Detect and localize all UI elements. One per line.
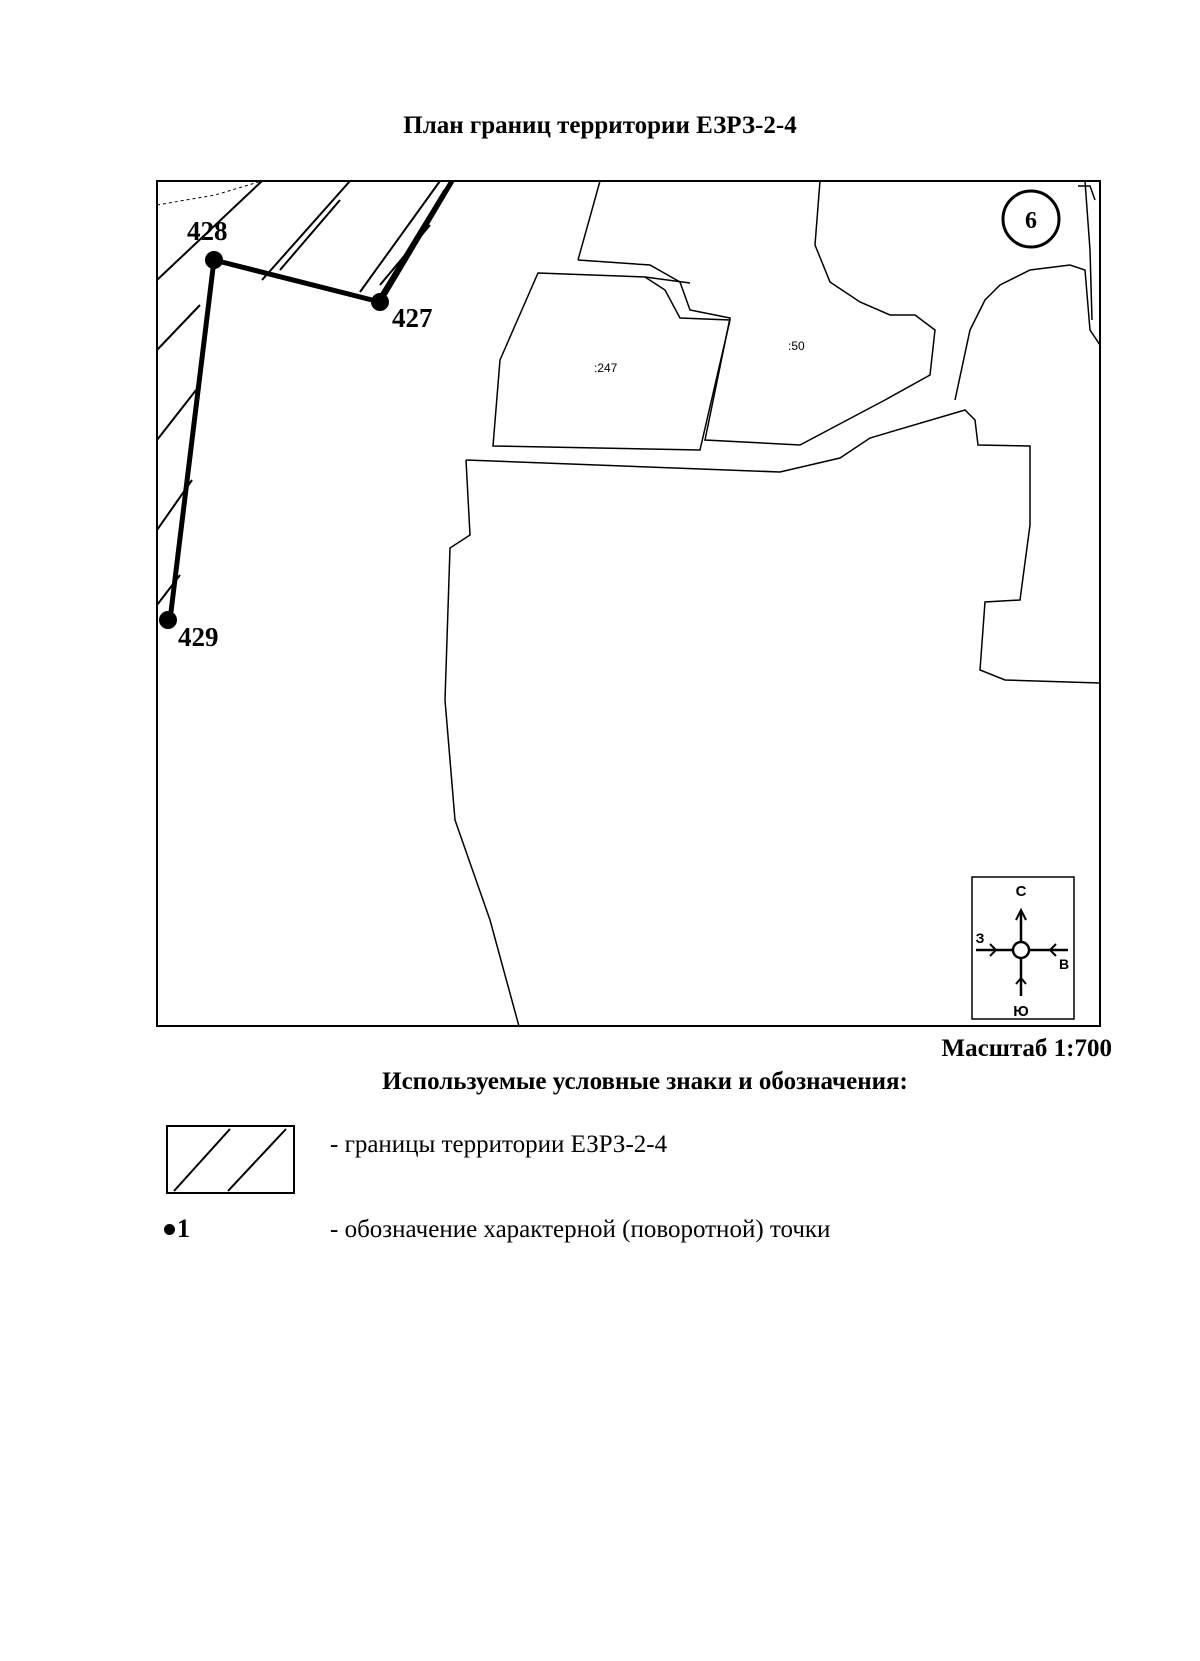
- compass-east-label: В: [1059, 956, 1069, 972]
- turning-point-429: [159, 611, 177, 629]
- legend-item-turning-point: - обозначение характерной (поворотной) т…: [330, 1216, 831, 1243]
- compass-west-label: З: [976, 930, 985, 946]
- parcel-label-50: :50: [788, 339, 805, 353]
- turning-point-427: [371, 293, 389, 311]
- legend-title: Используемые условные знаки и обозначени…: [382, 1068, 908, 1095]
- legend-point-number: 1: [177, 1214, 190, 1243]
- dotted-boundary: [157, 181, 263, 206]
- point-label-429: 429: [178, 622, 219, 652]
- territory-boundary: [167, 181, 455, 621]
- territory-hatching: [157, 181, 441, 606]
- legend-hatch-swatch: [166, 1125, 295, 1194]
- sheet-number-circle: [1001, 189, 1061, 249]
- legend-point-symbol: 1: [164, 1214, 190, 1244]
- compass-north-label: С: [1016, 883, 1027, 900]
- legend-item-territory-boundary: - границы территории ЕЗРЗ-2-4: [330, 1131, 668, 1158]
- compass-south-label: Ю: [1013, 1003, 1028, 1020]
- point-dot-icon: [164, 1223, 175, 1235]
- parcel-boundaries: [444, 181, 1100, 1026]
- map-scale: Масштаб 1:700: [941, 1035, 1112, 1062]
- parcel-label-247: :247: [594, 361, 618, 375]
- sheet-number: 6: [1025, 208, 1037, 234]
- turning-point-428: [205, 251, 223, 269]
- point-label-428: 428: [187, 216, 228, 246]
- page-title: План границ территории ЕЗРЗ-2-4: [403, 112, 797, 139]
- map-frame: [156, 180, 1101, 1027]
- point-label-427: 427: [392, 303, 433, 333]
- compass-rose-icon: [971, 876, 1075, 1020]
